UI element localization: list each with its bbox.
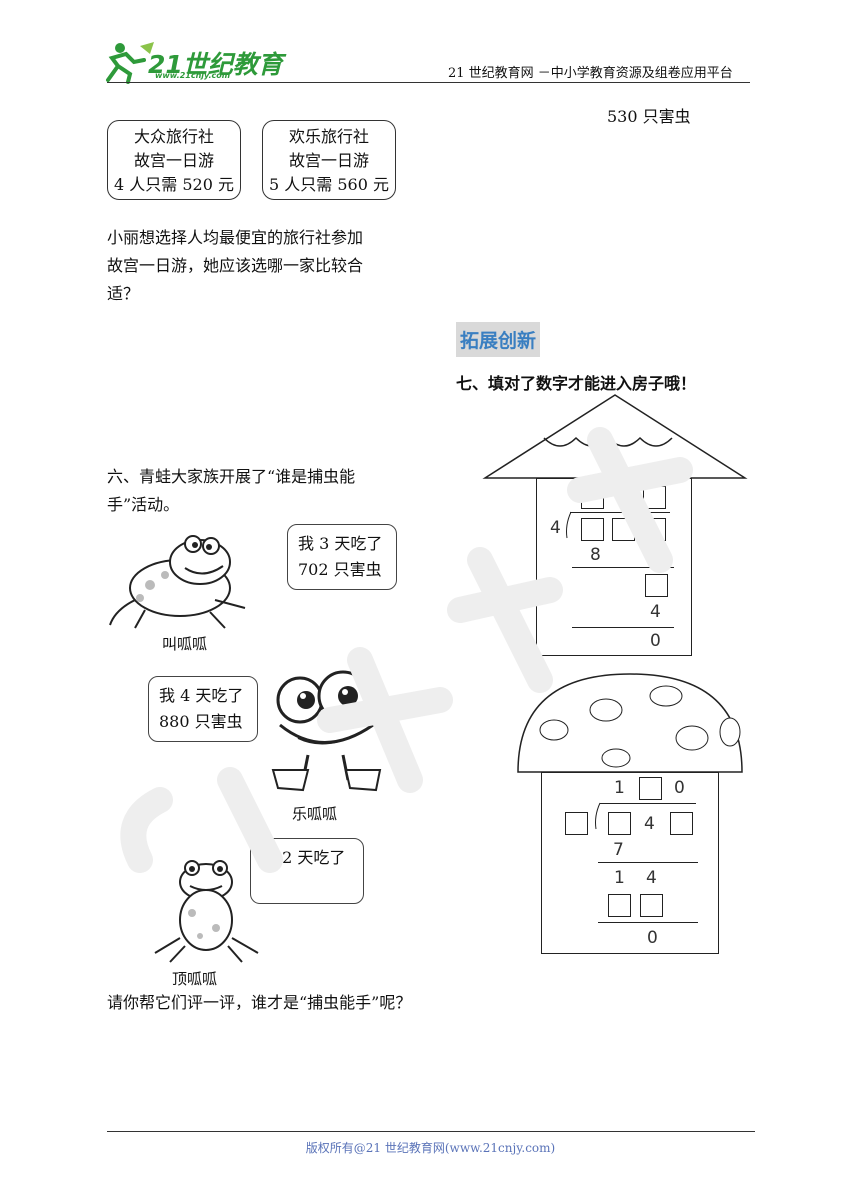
blank-box[interactable] xyxy=(608,894,631,917)
blank-box[interactable] xyxy=(643,518,666,541)
brand-name: 21世纪教育 xyxy=(148,50,283,79)
remainder: 0 xyxy=(650,631,661,651)
agency-card-1: 大众旅行社 故宫一日游 4 人只需 520 元 xyxy=(107,120,241,200)
remainder: 0 xyxy=(647,928,658,948)
question5-line: 小丽想选择人均最便宜的旅行社参加 xyxy=(107,228,364,247)
question7-title: 七、填对了数字才能进入房子哦！ xyxy=(456,374,697,393)
division-bracket-icon xyxy=(595,802,601,830)
agency-trip: 故宫一日游 xyxy=(288,151,369,170)
blank-box[interactable] xyxy=(608,812,631,835)
frog-1-name: 叫呱呱 xyxy=(162,635,208,653)
step-digit: 1 xyxy=(614,868,625,888)
division-bar xyxy=(600,803,696,804)
step-digit: 4 xyxy=(650,602,661,622)
division-bracket-icon xyxy=(566,511,572,539)
frog-2-illustration-icon xyxy=(271,670,382,792)
quotient-digit: 1 xyxy=(614,778,625,798)
agency-price: 4 人只需 520 元 xyxy=(114,175,234,194)
speech-line: 我 3 天吃了 xyxy=(298,534,383,553)
blank-box[interactable] xyxy=(645,574,668,597)
question6-line: 六、青蛙大家族开展了“谁是捕虫能 xyxy=(107,467,356,486)
house-2-mushroom-roof-icon xyxy=(517,673,743,773)
frog-1-illustration-icon xyxy=(109,535,246,629)
agency-name: 欢乐旅行社 xyxy=(288,127,369,146)
agency-card-2: 欢乐旅行社 故宫一日游 5 人只需 560 元 xyxy=(262,120,396,200)
footer-divider xyxy=(107,1131,755,1132)
blank-box[interactable] xyxy=(565,812,588,835)
step-digit: 7 xyxy=(613,840,624,860)
footer-copyright: 版权所有@21 世纪教育网(www.21cnjy.com) xyxy=(305,1141,556,1155)
step-digit: 8 xyxy=(590,545,601,565)
frog-3-name: 顶呱呱 xyxy=(172,970,218,988)
frog-2-name: 乐呱呱 xyxy=(292,805,338,823)
frog-1-speech-bubble: 我 3 天吃了 702 只害虫 xyxy=(287,524,397,590)
header-divider xyxy=(107,82,750,83)
question5-text: 小丽想选择人均最便宜的旅行社参加 故宫一日游，她应该选哪一家比较合 适？ xyxy=(107,224,363,308)
division-line xyxy=(598,922,698,923)
division-bar xyxy=(570,512,670,513)
divisor: 4 xyxy=(550,518,561,538)
house-1-roof-icon xyxy=(482,394,748,479)
blank-box[interactable] xyxy=(643,486,666,509)
blank-box[interactable] xyxy=(670,812,693,835)
frog-3-speech-bubble: 我 2 天吃了 xyxy=(250,838,364,904)
dividend-digit: 4 xyxy=(644,814,655,834)
blank-box[interactable] xyxy=(640,894,663,917)
question6-line: 手”活动。 xyxy=(107,495,180,514)
section-tag: 拓展创新 xyxy=(456,322,541,357)
step-digit: 4 xyxy=(646,868,657,888)
brand-url: www.21cnjy.com xyxy=(155,71,231,80)
division-line xyxy=(572,567,674,568)
division-line xyxy=(598,862,698,863)
agency-price: 5 人只需 560 元 xyxy=(269,175,389,194)
speech-line: 我 2 天吃了 xyxy=(261,848,346,867)
division-line xyxy=(572,627,674,628)
previous-answer-text: 530 只害虫 xyxy=(607,107,691,126)
agency-name: 大众旅行社 xyxy=(133,127,214,146)
speech-line: 880 只害虫 xyxy=(159,712,243,731)
blank-box[interactable] xyxy=(639,777,662,800)
quotient-digit: 0 xyxy=(674,778,685,798)
quotient-digit: 0 xyxy=(619,485,630,505)
question6-text: 六、青蛙大家族开展了“谁是捕虫能 手”活动。 xyxy=(107,463,355,519)
house-2-body xyxy=(541,772,719,954)
logo-runner-icon xyxy=(106,42,154,84)
agency-trip: 故宫一日游 xyxy=(133,151,214,170)
speech-line: 我 4 天吃了 xyxy=(159,686,244,705)
blank-box[interactable] xyxy=(581,486,604,509)
speech-line: 702 只害虫 xyxy=(298,560,382,579)
blank-box[interactable] xyxy=(581,518,604,541)
frog-2-speech-bubble: 我 4 天吃了 880 只害虫 xyxy=(148,676,258,742)
question6-closing: 请你帮它们评一评，谁才是“捕虫能手”呢？ xyxy=(107,993,412,1012)
question5-line: 故宫一日游，她应该选哪一家比较合 xyxy=(107,256,364,275)
frog-3-illustration-icon xyxy=(154,860,259,963)
question5-line: 适？ xyxy=(107,284,140,303)
site-title: 21 世纪教育网 －中小学教育资源及组卷应用平台 xyxy=(448,66,733,81)
blank-box[interactable] xyxy=(612,518,635,541)
